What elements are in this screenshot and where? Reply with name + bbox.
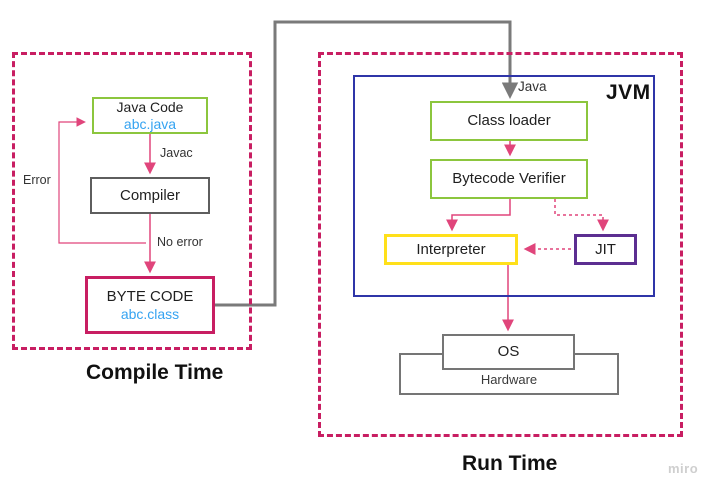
run-time-title: Run Time: [462, 452, 558, 475]
compiler-box: Compiler: [90, 177, 210, 214]
byte-code-filename: abc.class: [120, 305, 180, 322]
byte-code-label: BYTE CODE: [106, 287, 194, 305]
compiler-label: Compiler: [119, 186, 180, 204]
byte-code-box: BYTE CODE abc.class: [85, 276, 215, 334]
jvm-box: [353, 75, 655, 297]
bytecode-verifier-box: Bytecode Verifier: [430, 159, 588, 199]
no-error-edge-label: No error: [157, 235, 203, 249]
os-box: OS: [442, 334, 575, 370]
interpreter-label: Interpreter: [416, 240, 486, 258]
jit-label: JIT: [595, 240, 616, 258]
java-code-box: Java Code abc.java: [92, 97, 208, 134]
miro-watermark: miro: [668, 461, 699, 476]
bytecode-verifier-label: Bytecode Verifier: [452, 170, 566, 188]
error-edge-label: Error: [23, 173, 51, 187]
hardware-label: Hardware: [480, 372, 538, 387]
class-loader-box: Class loader: [430, 101, 588, 141]
run-time-region: [318, 52, 683, 437]
java-code-label: Java Code: [116, 98, 184, 115]
os-label: OS: [497, 343, 520, 361]
jit-box: JIT: [574, 234, 637, 265]
java-edge-label: Java: [518, 79, 547, 94]
class-loader-label: Class loader: [467, 112, 551, 130]
javac-edge-label: Javac: [160, 146, 193, 160]
compile-time-title: Compile Time: [86, 361, 224, 384]
jvm-title: JVM: [606, 81, 651, 104]
interpreter-box: Interpreter: [384, 234, 518, 265]
compile-time-region: [12, 52, 252, 350]
java-code-filename: abc.java: [123, 115, 177, 132]
